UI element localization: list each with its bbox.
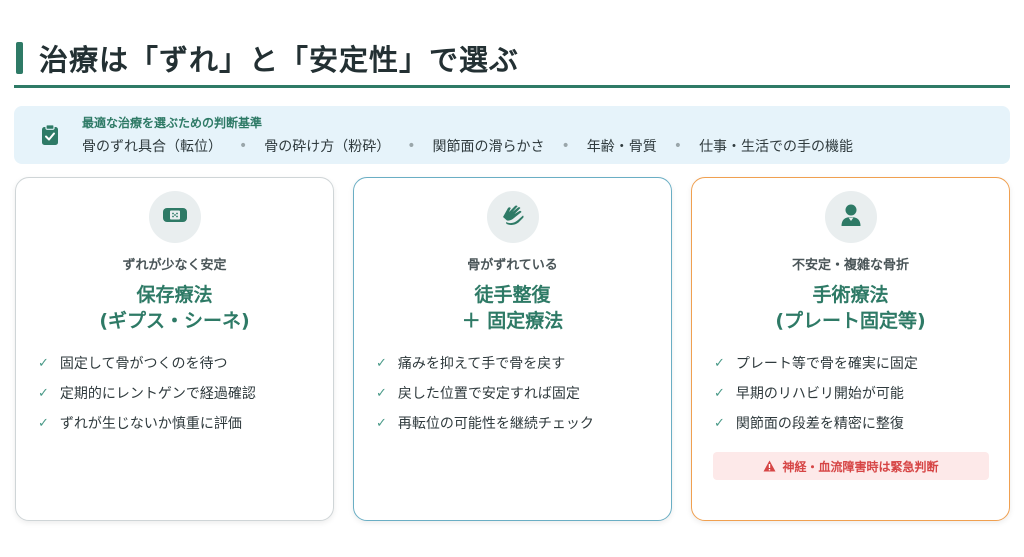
criteria-separator: • xyxy=(239,138,248,154)
list-item: ✓ 再転位の可能性を継続チェック xyxy=(376,408,659,438)
list-item-text: ずれが生じないか慎重に評価 xyxy=(59,416,242,432)
page-header: 治療は「ずれ」と「安定性」で選ぶ xyxy=(14,30,1010,88)
check-icon: ✓ xyxy=(714,355,725,371)
list-item: ✓ ずれが生じないか慎重に評価 xyxy=(38,408,321,438)
check-icon: ✓ xyxy=(38,415,49,431)
clipboard-check-icon xyxy=(38,123,62,147)
criteria-text: 最適な治療を選ぶための判断基準 骨のずれ具合（転位） • 骨の砕け方（粉砕） •… xyxy=(82,114,853,156)
criteria-item: 骨のずれ具合（転位） xyxy=(82,139,222,155)
treatment-card-reduction: 骨がずれている 徒手整復 ＋ 固定療法 ✓ 痛みを抑えて手で骨を戻す ✓ 戻した位置… xyxy=(353,177,672,521)
check-icon: ✓ xyxy=(376,355,387,371)
check-icon: ✓ xyxy=(714,385,725,401)
list-item: ✓ 戻した位置で安定すれば固定 xyxy=(376,378,659,408)
list-item: ✓ 痛みを抑えて手で骨を戻す xyxy=(376,348,659,378)
card-title: 保存療法 (ギプス・シーネ) xyxy=(16,282,333,334)
list-item: ✓ 固定して骨がつくのを待つ xyxy=(38,348,321,378)
emergency-alert: 神経・血流障害時は緊急判断 xyxy=(713,452,989,480)
card-icon-circle xyxy=(148,191,201,243)
hands-icon xyxy=(500,203,526,231)
list-item-text: 再転位の可能性を継続チェック xyxy=(397,416,594,432)
card-title-line: (ギプス・シーネ) xyxy=(99,310,250,332)
list-item: ✓ 定期的にレントゲンで経過確認 xyxy=(38,378,321,408)
check-icon: ✓ xyxy=(376,415,387,431)
list-item-text: プレート等で骨を確実に固定 xyxy=(735,356,918,372)
card-subtitle: 骨がずれている xyxy=(467,258,558,273)
bandage-icon xyxy=(162,206,188,228)
list-item: ✓ 関節面の段差を精密に整復 xyxy=(714,408,997,438)
alert-text: 神経・血流障害時は緊急判断 xyxy=(782,459,939,474)
criteria-separator: • xyxy=(407,138,416,154)
list-item-text: 関節面の段差を精密に整復 xyxy=(735,416,904,432)
card-item-list: ✓ プレート等で骨を確実に固定 ✓ 早期のリハビリ開始が可能 ✓ 関節面の段差を精密に… xyxy=(714,348,997,438)
criteria-item: 年齢・骨質 xyxy=(586,139,657,155)
list-item-text: 定期的にレントゲンで経過確認 xyxy=(59,386,256,402)
criteria-item: 関節面の滑らかさ xyxy=(432,139,545,155)
list-item-text: 痛みを抑えて手で骨を戻す xyxy=(397,356,566,372)
card-title-line: 保存療法 xyxy=(136,284,213,306)
check-icon: ✓ xyxy=(38,355,49,371)
page-title: 治療は「ずれ」と「安定性」で選ぶ xyxy=(39,42,520,77)
card-title-line: ＋ 固定療法 xyxy=(461,310,564,332)
criteria-label: 最適な治療を選ぶための判断基準 xyxy=(82,116,263,130)
card-subtitle: ずれが少なく安定 xyxy=(122,258,227,273)
list-item-text: 戻した位置で安定すれば固定 xyxy=(397,386,580,402)
card-title-line: 徒手整復 xyxy=(474,284,551,306)
card-title-line: 手術療法 xyxy=(812,284,889,306)
surgeon-icon xyxy=(840,203,862,231)
list-item: ✓ 早期のリハビリ開始が可能 xyxy=(714,378,997,408)
check-icon: ✓ xyxy=(714,415,725,431)
list-item-text: 固定して骨がつくのを待つ xyxy=(59,356,228,372)
list-item: ✓ プレート等で骨を確実に固定 xyxy=(714,348,997,378)
card-subtitle: 不安定・複雑な骨折 xyxy=(791,258,909,273)
criteria-separator: • xyxy=(673,138,683,154)
treatment-card-conservative: ずれが少なく安定 保存療法 (ギプス・シーネ) ✓ 固定して骨がつくのを待つ ✓ 定… xyxy=(15,177,334,521)
card-title-line: (プレート固定等) xyxy=(775,310,926,332)
warning-icon xyxy=(763,460,776,472)
card-icon-circle xyxy=(824,191,877,243)
treatment-card-surgery: 不安定・複雑な骨折 手術療法 (プレート固定等) ✓ プレート等で骨を確実に固定 … xyxy=(691,177,1010,521)
check-icon: ✓ xyxy=(376,385,387,401)
card-item-list: ✓ 固定して骨がつくのを待つ ✓ 定期的にレントゲンで経過確認 ✓ ずれが生じないか慎… xyxy=(38,348,321,438)
card-icon-circle xyxy=(486,191,539,243)
card-item-list: ✓ 痛みを抑えて手で骨を戻す ✓ 戻した位置で安定すれば固定 ✓ 再転位の可能性を継続… xyxy=(376,348,659,438)
list-item-text: 早期のリハビリ開始が可能 xyxy=(735,386,904,402)
criteria-item: 仕事・生活での手の機能 xyxy=(699,139,854,155)
criteria-list: 骨のずれ具合（転位） • 骨の砕け方（粉砕） • 関節面の滑らかさ • 年齢・骨… xyxy=(82,136,853,156)
criteria-separator: • xyxy=(561,138,570,154)
header-accent-bar xyxy=(16,41,23,74)
criteria-item: 骨の砕け方（粉砕） xyxy=(264,139,391,155)
card-title: 手術療法 (プレート固定等) xyxy=(692,282,1009,334)
criteria-box: 最適な治療を選ぶための判断基準 骨のずれ具合（転位） • 骨の砕け方（粉砕） •… xyxy=(14,106,1010,164)
check-icon: ✓ xyxy=(38,385,49,401)
card-title: 徒手整復 ＋ 固定療法 xyxy=(354,282,671,334)
